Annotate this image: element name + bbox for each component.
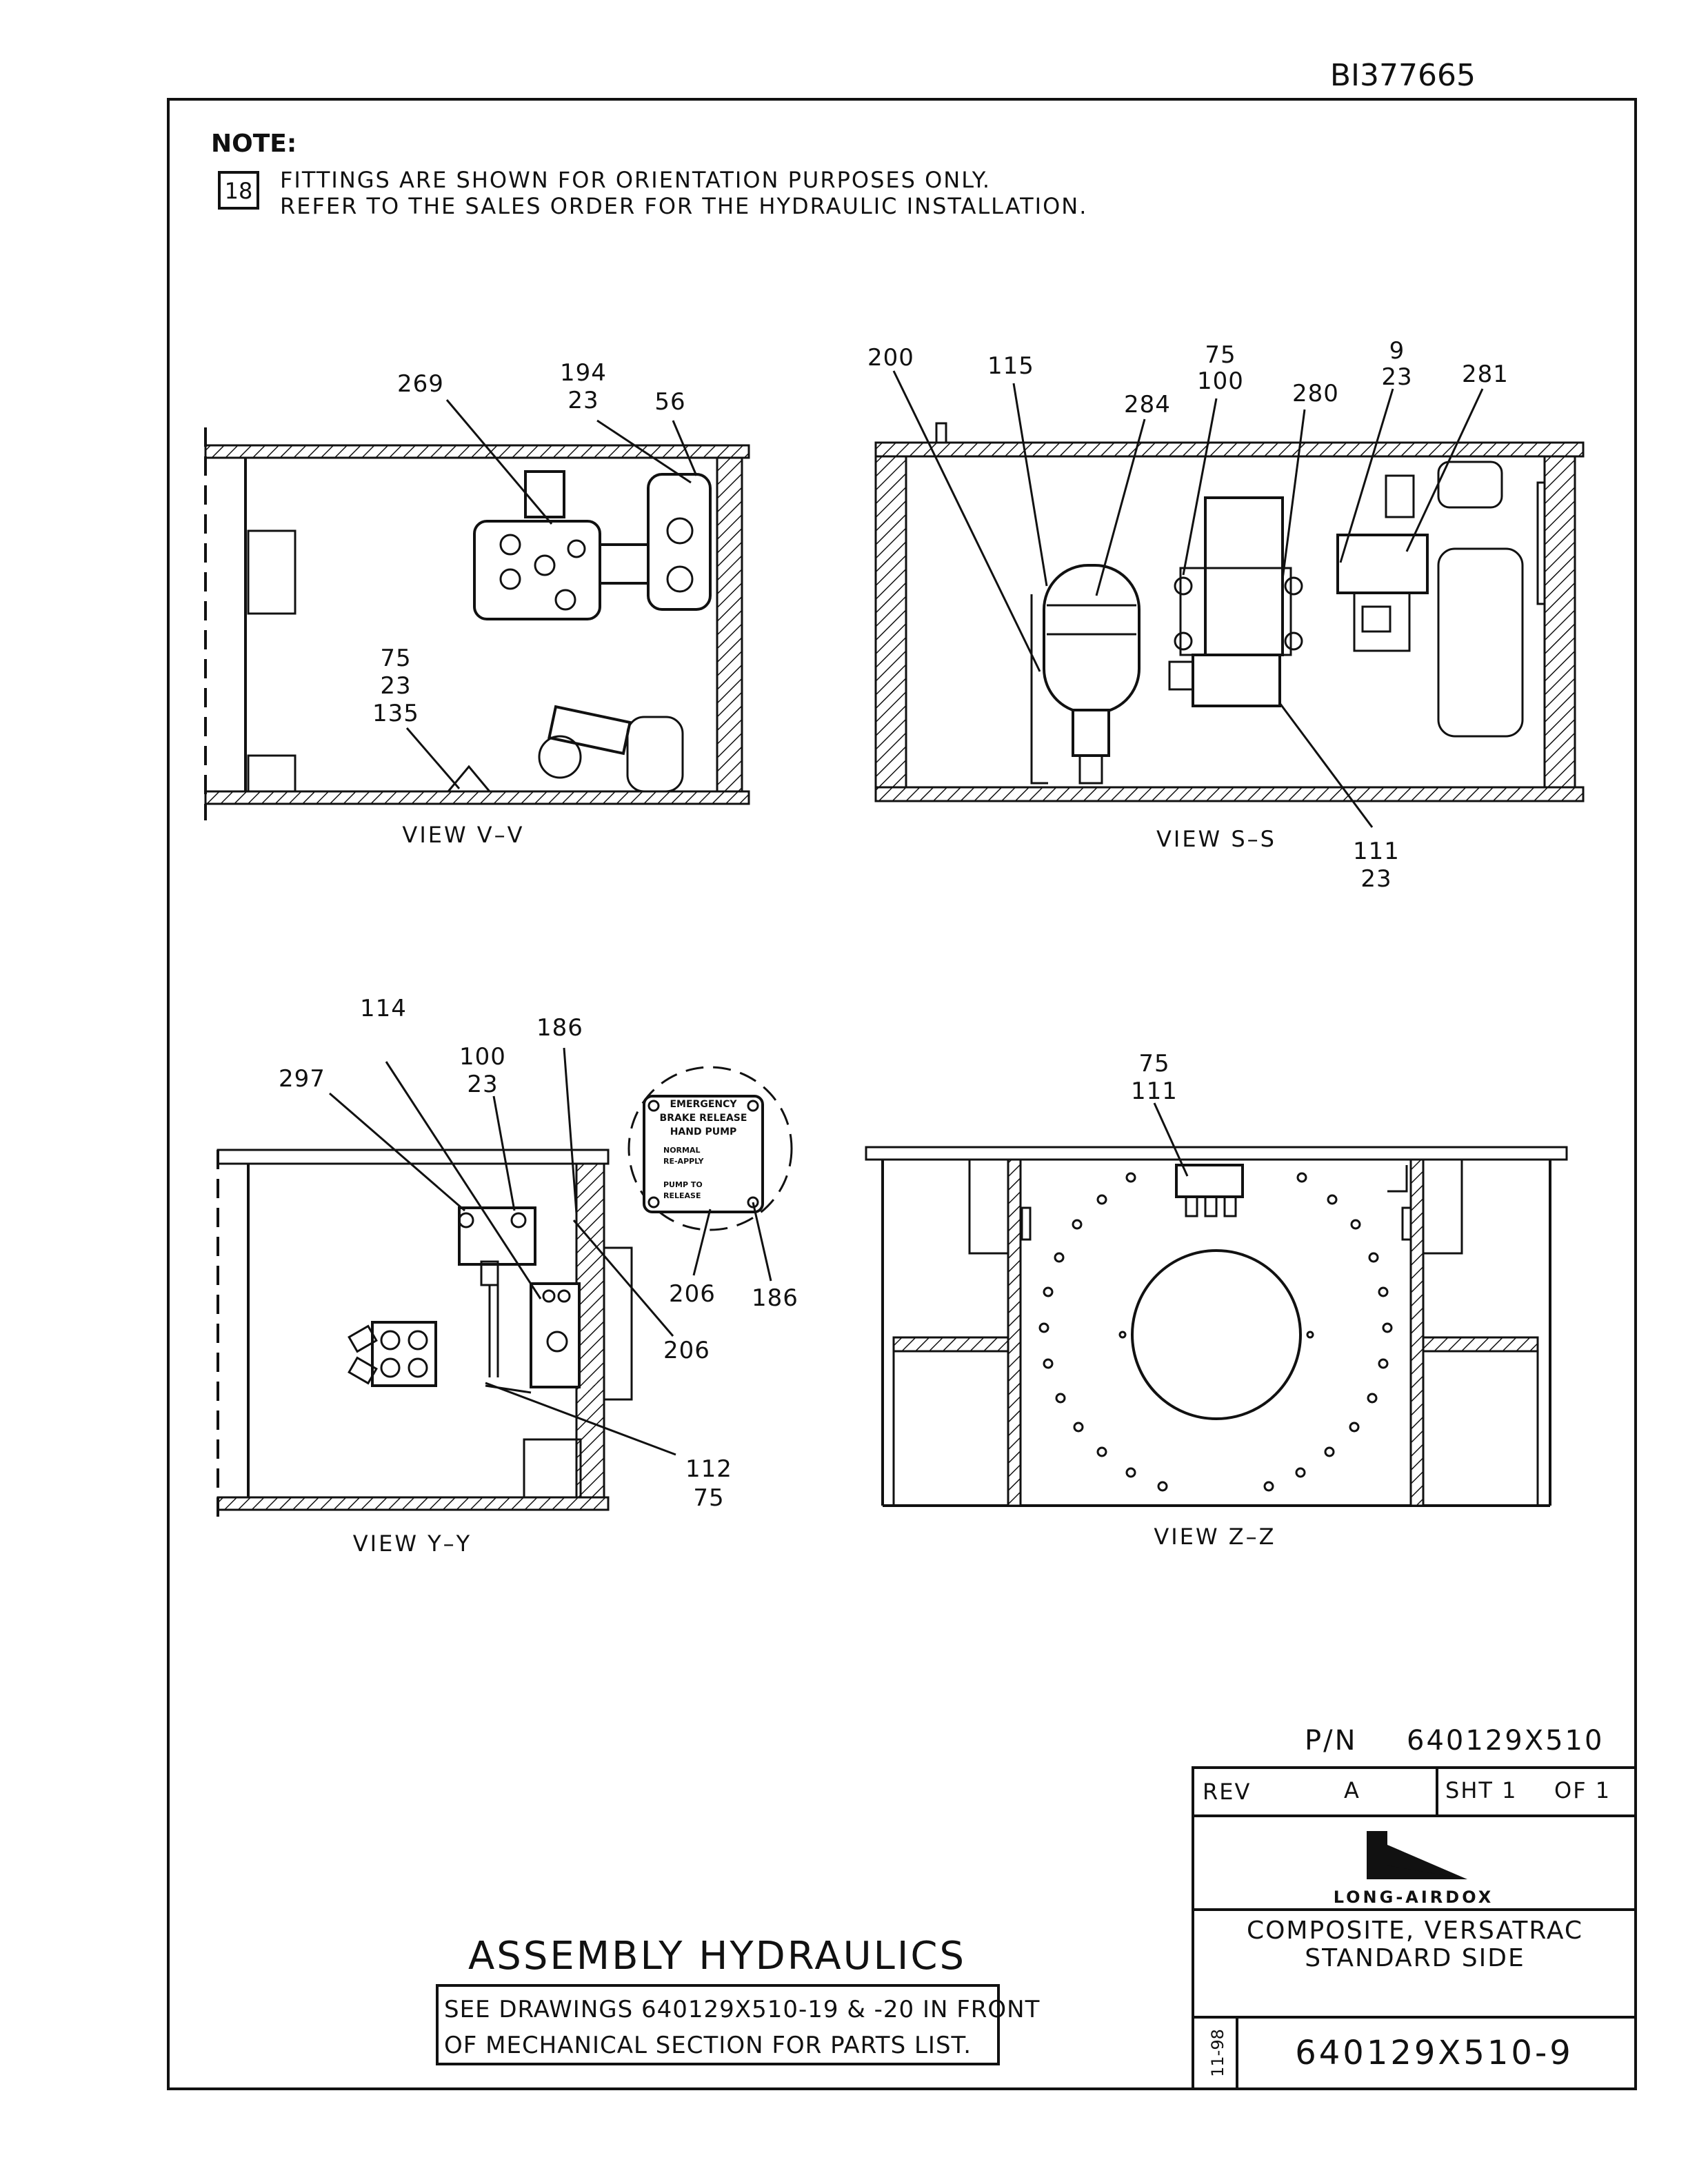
company-logo — [1367, 1831, 1467, 1879]
callout-ss-9: 9 — [1389, 337, 1405, 365]
drawing-number: 640129X510-9 — [1295, 2034, 1574, 2072]
callout-yy-206: 206 — [669, 1280, 716, 1308]
plate-line-7: RELEASE — [663, 1191, 701, 1200]
callout-yy-186b: 186 — [752, 1284, 798, 1312]
rev-label: REV — [1203, 1779, 1251, 1805]
title-block: P/N 640129X510 REV A SHT 1 OF 1 LONG-AIR… — [1192, 1725, 1637, 2090]
assembly-ref-line-1: SEE DRAWINGS 640129X510-19 & -20 IN FRON… — [444, 1996, 1040, 2023]
plate-line-4: NORMAL — [663, 1146, 701, 1155]
pn-value: 640129X510 — [1407, 1725, 1604, 1757]
view-z-z: 75 111 VIEW Z–Z — [865, 1050, 1568, 1550]
note-number: 18 — [225, 178, 253, 204]
plate-line-6: PUMP TO — [663, 1180, 703, 1189]
sheet-number: SHT 1 — [1445, 1777, 1517, 1803]
view-z-z-title: VIEW Z–Z — [1154, 1524, 1276, 1550]
view-y-y: EMERGENCY BRAKE RELEASE HAND PUMP NORMAL… — [217, 995, 798, 1557]
callout-ss-75: 75 — [1205, 341, 1236, 369]
callout-yy-114: 114 — [360, 995, 407, 1022]
callout-ss-281: 281 — [1462, 361, 1509, 388]
view-v-v: 269 194 23 56 75 23 135 VIEW V–V — [204, 359, 750, 848]
callout-zz-75: 75 — [1138, 1050, 1169, 1078]
callout-vv-56: 56 — [654, 388, 685, 416]
callout-ss-284: 284 — [1124, 391, 1171, 418]
callout-vv-23: 23 — [567, 387, 599, 414]
plate-line-5: RE-APPLY — [663, 1157, 704, 1166]
callout-vv-135: 135 — [372, 700, 419, 727]
callout-yy-297: 297 — [279, 1065, 325, 1093]
view-y-y-title: VIEW Y–Y — [353, 1530, 472, 1557]
view-s-s: 200 115 284 75 100 280 9 23 281 111 23 V… — [867, 337, 1585, 893]
callout-yy-100: 100 — [459, 1043, 506, 1071]
view-s-s-title: VIEW S–S — [1156, 826, 1276, 852]
callout-yy-206b: 206 — [663, 1337, 710, 1364]
note-line-2: REFER TO THE SALES ORDER FOR THE HYDRAUL… — [280, 193, 1087, 219]
note-number-box — [218, 171, 259, 210]
callout-ss-100: 100 — [1197, 367, 1244, 395]
callout-yy-186: 186 — [536, 1014, 583, 1042]
view-v-v-title: VIEW V–V — [402, 822, 524, 848]
plate-line-2: BRAKE RELEASE — [660, 1113, 747, 1124]
callout-yy-75: 75 — [693, 1484, 724, 1512]
callout-ss-200: 200 — [867, 344, 914, 372]
callout-ss-111: 111 — [1353, 838, 1400, 865]
description-line-1: COMPOSITE, VERSATRAC — [1247, 1917, 1583, 1945]
note-line-1: FITTINGS ARE SHOWN FOR ORIENTATION PURPO… — [280, 167, 991, 193]
callout-ss-23: 23 — [1381, 363, 1412, 391]
callout-yy-112: 112 — [685, 1455, 732, 1483]
sheet-border — [167, 98, 1637, 2090]
description-line-2: STANDARD SIDE — [1305, 1944, 1525, 1972]
note-heading: NOTE: — [211, 130, 297, 158]
callout-zz-111: 111 — [1131, 1078, 1178, 1105]
assembly-block: ASSEMBLY HYDRAULICS SEE DRAWINGS 640129X… — [436, 1934, 1040, 2065]
callout-yy-23: 23 — [467, 1071, 498, 1098]
callout-ss-23b: 23 — [1360, 865, 1391, 893]
pn-label: P/N — [1305, 1725, 1358, 1757]
revision-date: 11-98 — [1208, 2029, 1227, 2077]
callout-vv-269: 269 — [397, 370, 444, 398]
sheet-total: OF 1 — [1554, 1777, 1611, 1803]
company-name: LONG-AIRDOX — [1334, 1888, 1494, 1907]
assembly-ref-line-2: OF MECHANICAL SECTION FOR PARTS LIST. — [444, 2032, 972, 2059]
rev-value: A — [1344, 1777, 1359, 1803]
assembly-title: ASSEMBLY HYDRAULICS — [468, 1934, 966, 1979]
callout-ss-115: 115 — [987, 352, 1034, 380]
plate-line-3: HAND PUMP — [670, 1126, 737, 1138]
plate-line-1: EMERGENCY — [670, 1099, 737, 1110]
callout-ss-280: 280 — [1292, 380, 1339, 407]
document-id: BI377665 — [1330, 58, 1476, 93]
callout-vv-23b: 23 — [380, 672, 411, 700]
callout-vv-194: 194 — [560, 359, 607, 387]
callout-vv-75: 75 — [380, 645, 411, 672]
